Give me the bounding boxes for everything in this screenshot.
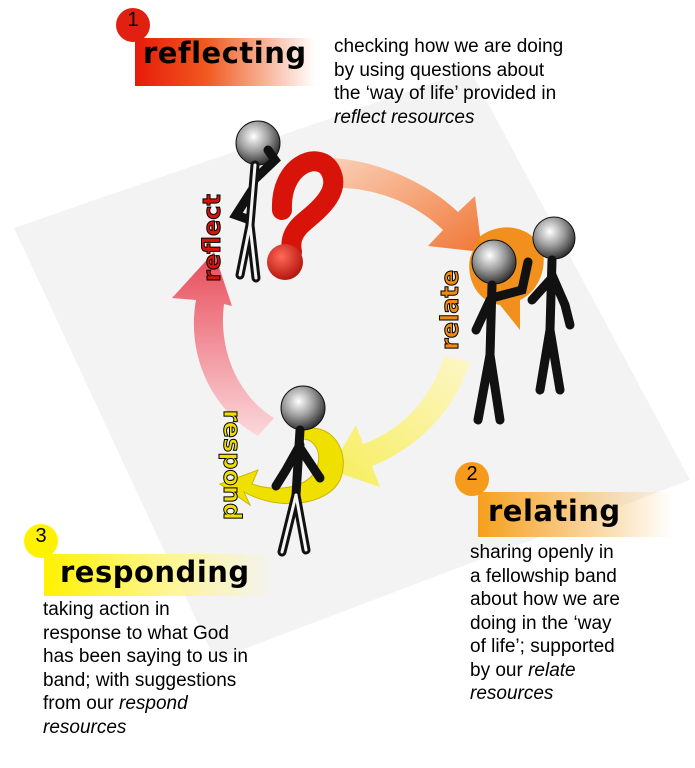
arrow-reflect-to-relate <box>330 158 482 252</box>
reflect-figure <box>229 120 344 283</box>
description-italic: resources <box>43 716 127 738</box>
description-italic: resources <box>470 683 554 704</box>
label-reflect: reflect <box>198 194 226 282</box>
description-line: sharing openly in <box>470 542 614 563</box>
description-line: checking how we are doing <box>334 36 564 57</box>
arrow-respond-to-reflect <box>172 252 274 436</box>
description-line: of life’; supported <box>470 636 615 657</box>
description-line: response to what God <box>43 622 229 644</box>
label-respond: respond <box>218 410 246 520</box>
step-1-badge: 1 <box>116 8 150 42</box>
description-line: doing in the ‘way <box>470 612 612 634</box>
respond-swoosh-shape <box>218 427 344 507</box>
description-line: taking action in <box>43 599 170 620</box>
reflecting-heading: reflecting <box>143 36 307 70</box>
description-line: has been saying to us in <box>43 646 248 667</box>
relating-description: sharing openly in a fellowship band abou… <box>470 541 685 706</box>
description-line: from our <box>43 693 114 714</box>
relating-highlight <box>478 492 673 537</box>
description-italic: reflect resources <box>334 106 475 128</box>
responding-heading: responding <box>60 555 250 589</box>
reflecting-highlight <box>135 38 315 86</box>
description-line: about how we are <box>470 589 620 610</box>
description-italic: respond <box>119 693 188 714</box>
description-line: the ‘way of life’ provided in <box>334 83 557 104</box>
reflecting-description: checking how we are doing by using quest… <box>334 35 674 129</box>
question-mark-icon <box>272 151 344 262</box>
relate-figures <box>469 216 576 425</box>
relating-heading: relating <box>488 494 621 528</box>
responding-description: taking action in response to what God ha… <box>43 598 293 739</box>
description-line: band; with suggestions <box>43 669 237 691</box>
arrow-relate-to-respond <box>330 356 470 487</box>
responding-highlight <box>44 554 274 596</box>
step-3-badge: 3 <box>24 524 58 558</box>
description-line: by using questions about <box>334 59 545 81</box>
step-2-badge: 2 <box>455 462 489 496</box>
description-line: by our <box>470 659 523 681</box>
respond-figure <box>218 385 344 557</box>
label-relate: relate <box>436 270 464 350</box>
description-line: a fellowship band <box>470 565 617 587</box>
description-italic: relate <box>528 659 576 681</box>
